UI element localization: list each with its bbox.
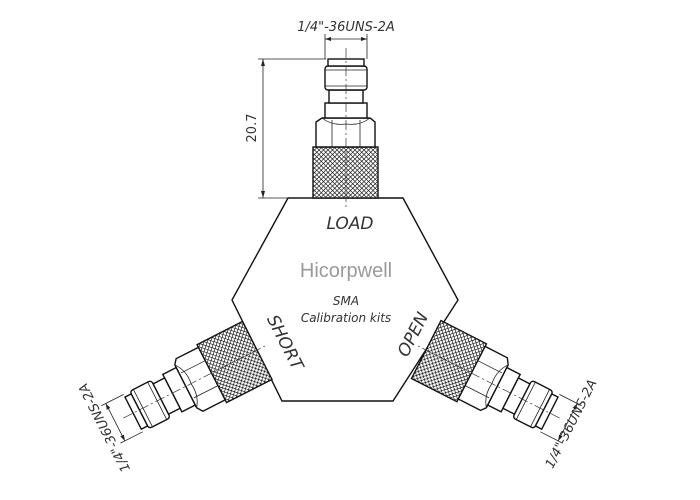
load-connector — [312, 33, 379, 211]
product-line-1: SMA — [333, 294, 359, 308]
load-label: LOAD — [326, 214, 373, 234]
thread-dimension-top: 1/4"-36UNS-2A — [297, 20, 394, 35]
product-line-2: Calibration kits — [301, 311, 391, 325]
thread-dimension-left: 1/4"-36UNS-2A — [76, 381, 134, 475]
brand-watermark: Hicorpwell — [300, 260, 392, 282]
height-dimension: 20.7 — [245, 114, 260, 143]
hexagon-body — [231, 197, 459, 402]
